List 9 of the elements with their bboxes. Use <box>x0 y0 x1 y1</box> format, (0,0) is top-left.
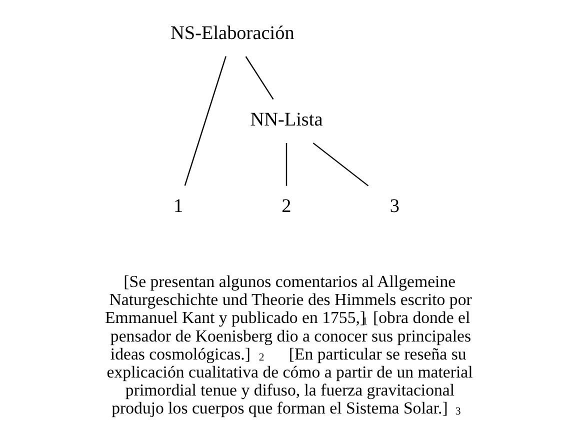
connector <box>184 56 226 186</box>
node-text: NN-Lista <box>250 110 322 131</box>
node-text: 2 <box>281 196 291 218</box>
connector <box>312 142 368 186</box>
node-text: 1 <box>173 196 183 218</box>
connector <box>244 56 274 100</box>
connector <box>285 143 287 186</box>
node-text: 3 <box>389 196 399 218</box>
node-text: NS-Elaboración <box>170 23 294 44</box>
